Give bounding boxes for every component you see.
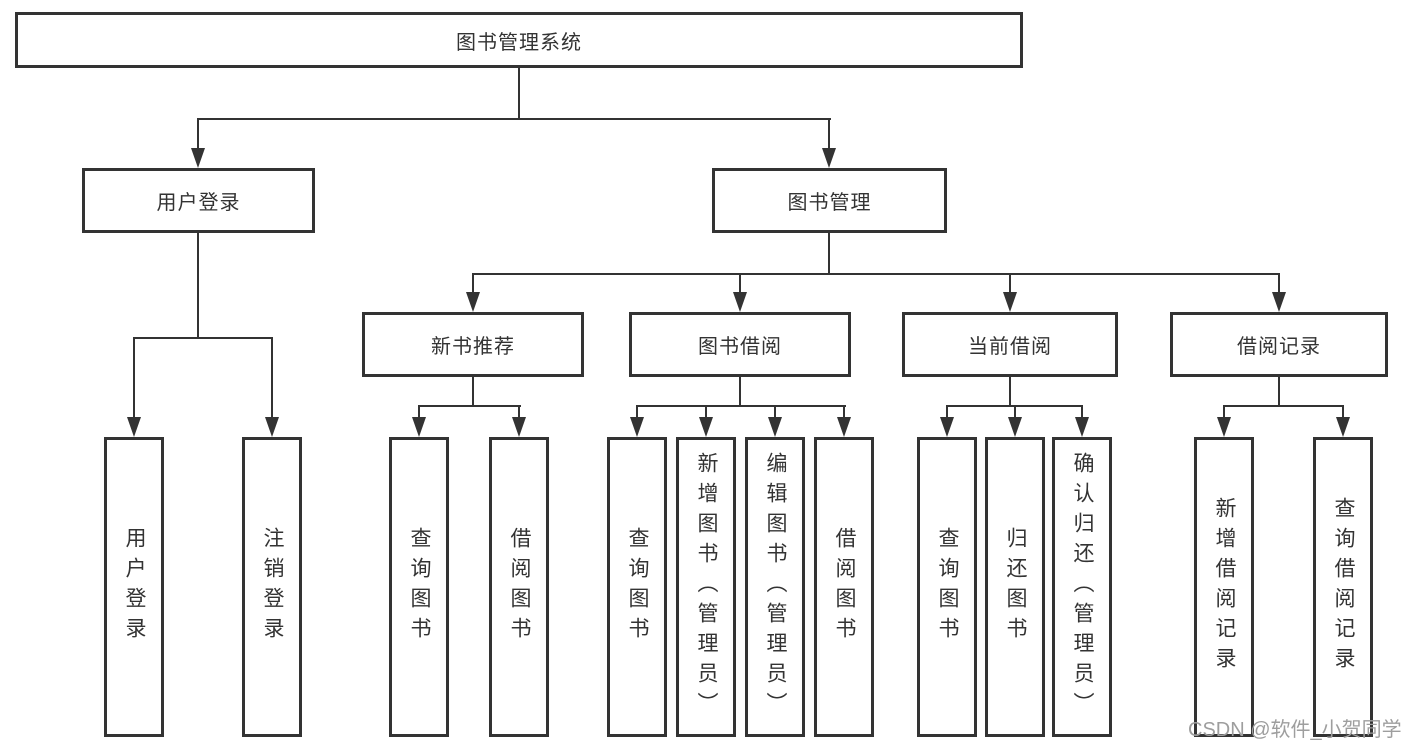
leaf-borrow-books-borrow: 借阅图书 xyxy=(814,437,874,737)
connector-line xyxy=(1014,405,1016,419)
leaf-label: 借阅图书 xyxy=(833,527,856,647)
arrow-down-icon xyxy=(191,148,205,168)
connector-line xyxy=(418,405,521,407)
connector-line xyxy=(1009,375,1011,407)
arrow-down-icon xyxy=(412,417,426,437)
node-new-book-recommend: 新书推荐 xyxy=(362,312,584,377)
connector-line xyxy=(472,273,1280,275)
connector-line xyxy=(472,273,474,295)
connector-line xyxy=(946,405,948,419)
connector-line xyxy=(774,405,776,419)
arrow-down-icon xyxy=(1003,292,1017,312)
leaf-label: 确认归还（管理员） xyxy=(1071,452,1094,722)
connector-line xyxy=(739,375,741,407)
node-current-borrow: 当前借阅 xyxy=(902,312,1118,377)
leaf-logout: 注销登录 xyxy=(242,437,302,737)
leaf-label: 用户登录 xyxy=(123,527,146,647)
connector-line xyxy=(133,337,135,419)
connector-line xyxy=(1223,405,1225,419)
node-book-borrow: 图书借阅 xyxy=(629,312,851,377)
leaf-query-books-current: 查询图书 xyxy=(917,437,977,737)
leaf-query-books-borrow: 查询图书 xyxy=(607,437,667,737)
leaf-label: 查询借阅记录 xyxy=(1332,497,1355,677)
connector-line xyxy=(705,405,707,419)
connector-line xyxy=(843,405,845,419)
leaf-user-login: 用户登录 xyxy=(104,437,164,737)
arrow-down-icon xyxy=(699,417,713,437)
connector-line xyxy=(828,231,830,275)
arrow-down-icon xyxy=(733,292,747,312)
connector-line xyxy=(1223,405,1344,407)
leaf-label: 查询图书 xyxy=(626,527,649,647)
arrow-down-icon xyxy=(265,417,279,437)
connector-line xyxy=(739,273,741,295)
connector-line xyxy=(828,118,830,152)
leaf-query-borrow-record: 查询借阅记录 xyxy=(1313,437,1373,737)
connector-line xyxy=(636,405,846,407)
node-root-library-system: 图书管理系统 xyxy=(15,12,1023,68)
connector-line xyxy=(1278,273,1280,295)
connector-line xyxy=(197,118,199,152)
connector-line xyxy=(518,405,520,419)
arrow-down-icon xyxy=(822,148,836,168)
arrow-down-icon xyxy=(940,417,954,437)
connector-line xyxy=(472,375,474,407)
connector-line xyxy=(1081,405,1083,419)
leaf-borrow-books-recommend: 借阅图书 xyxy=(489,437,549,737)
leaf-label: 新增借阅记录 xyxy=(1213,497,1236,677)
leaf-label: 借阅图书 xyxy=(508,527,531,647)
csdn-watermark: CSDN @软件_小贺同学 xyxy=(1188,719,1402,741)
connector-line xyxy=(1342,405,1344,419)
arrow-down-icon xyxy=(837,417,851,437)
connector-line xyxy=(518,66,520,120)
node-user-login: 用户登录 xyxy=(82,168,315,233)
arrow-down-icon xyxy=(768,417,782,437)
connector-line xyxy=(197,231,199,339)
arrow-down-icon xyxy=(1217,417,1231,437)
arrow-down-icon xyxy=(127,417,141,437)
leaf-add-book-admin: 新增图书（管理员） xyxy=(676,437,736,737)
connector-line xyxy=(197,118,831,120)
arrow-down-icon xyxy=(1272,292,1286,312)
arrow-down-icon xyxy=(466,292,480,312)
leaf-label: 查询图书 xyxy=(408,527,431,647)
connector-line xyxy=(271,337,273,419)
leaf-query-books-recommend: 查询图书 xyxy=(389,437,449,737)
leaf-edit-book-admin: 编辑图书（管理员） xyxy=(745,437,805,737)
leaf-return-book: 归还图书 xyxy=(985,437,1045,737)
node-book-management: 图书管理 xyxy=(712,168,947,233)
arrow-down-icon xyxy=(512,417,526,437)
connector-line xyxy=(133,337,273,339)
arrow-down-icon xyxy=(630,417,644,437)
node-borrow-records: 借阅记录 xyxy=(1170,312,1388,377)
connector-line xyxy=(1009,273,1011,295)
leaf-label: 新增图书（管理员） xyxy=(695,452,718,722)
leaf-add-borrow-record: 新增借阅记录 xyxy=(1194,437,1254,737)
leaf-label: 查询图书 xyxy=(936,527,959,647)
leaf-confirm-return-admin: 确认归还（管理员） xyxy=(1052,437,1112,737)
arrow-down-icon xyxy=(1008,417,1022,437)
connector-line xyxy=(1278,375,1280,407)
leaf-label: 注销登录 xyxy=(261,527,284,647)
arrow-down-icon xyxy=(1075,417,1089,437)
leaf-label: 归还图书 xyxy=(1004,527,1027,647)
leaf-label: 编辑图书（管理员） xyxy=(764,452,787,722)
connector-line xyxy=(418,405,420,419)
arrow-down-icon xyxy=(1336,417,1350,437)
connector-line xyxy=(636,405,638,419)
